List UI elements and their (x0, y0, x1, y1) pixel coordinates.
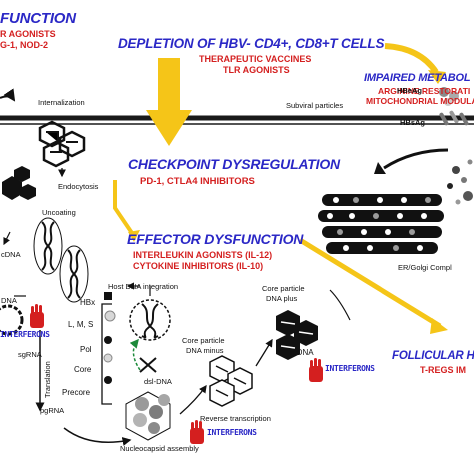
hbsag-label: HBsAg (400, 118, 426, 127)
dsl-dna-label: dsl-DNA (144, 377, 172, 386)
core-minus-label-2: DNA minus (186, 346, 224, 355)
entry-black-arrow (0, 88, 16, 102)
nucleus-ring-left (0, 304, 24, 336)
depletion-line1: THERAPEUTIC VACCINES (199, 54, 312, 64)
stop-hand-icon-bottom (190, 420, 204, 444)
metabolism-line2: MITOCHONDRIAL MODULA (366, 96, 474, 106)
dna-label: DNA (1, 296, 17, 305)
follicular-title: FOLLICULAR HE (392, 350, 474, 362)
interferons-bottom: INTERFERONS (207, 428, 257, 437)
depletion-title: DEPLETION OF HBV- CD4+, CD8+T CELLS (118, 36, 385, 51)
sgrna-label: sgRNA (18, 350, 42, 359)
nucleocapsid-label: Nucleocapsid assembly (120, 444, 199, 453)
interferons-left: INTERFERONS (0, 330, 50, 339)
dna-helix-2 (59, 245, 89, 303)
hbsag-particles (439, 110, 469, 126)
core-plus-label-1: Core particle (262, 284, 305, 293)
uncoating-capsids (2, 166, 36, 200)
metabolism-yellow-arrow (384, 43, 439, 74)
protein-list-bracket (101, 303, 112, 405)
depletion-line2: TLR AGONISTS (223, 65, 290, 75)
secretion-arrow (383, 148, 449, 170)
internalization-label: Internalization (38, 98, 85, 107)
effector-title: EFFECTOR DYSFUNCTION (127, 231, 304, 247)
internalization-receptors (38, 120, 86, 168)
hbx-label: HBx (80, 298, 96, 307)
virion-cluster (447, 159, 473, 205)
lms-label: L, M, S (68, 320, 94, 329)
core-plus-label-2: DNA plus (266, 294, 298, 303)
hbeag-particles (439, 87, 459, 106)
stop-hand-icon-right (309, 358, 323, 382)
protein-dots (103, 292, 116, 384)
top-left-title: FUNCTION (0, 10, 76, 27)
green-integration-arrow (129, 338, 141, 371)
metabolism-line1: ARGININE RESTORATI (378, 86, 471, 96)
checkpoint-line1: PD-1, CTLA4 INHIBITORS (140, 176, 255, 187)
checkpoint-effector-yellow-line (113, 180, 136, 238)
er-golgi-label: ER/Golgi Compl (398, 263, 452, 272)
cdna-helix (33, 217, 63, 275)
translation-label: Translation (43, 361, 52, 398)
interferons-right: INTERFERONS (325, 364, 375, 373)
follicular-line1: T-REGS IM (420, 365, 467, 375)
nucleocapsid-cluster (125, 391, 171, 441)
er-golgi-complex (318, 194, 444, 254)
rcdna-label: rcDNA (290, 348, 314, 357)
effector-line2: CYTOKINE INHIBITORS (IL-10) (133, 261, 264, 271)
hbeag-label: HBeAg (397, 86, 423, 95)
host-dna-helix (129, 299, 171, 341)
reverse-transcription-label: Reverse transcription (200, 414, 271, 423)
top-left-line2: G-1, NOD-2 (0, 40, 49, 50)
dsl-dna-icon (139, 357, 157, 373)
top-left-line1: R AGONISTS (0, 29, 56, 39)
cell-membrane (0, 115, 474, 125)
effector-line1: INTERLEUKIN AGONISTS (IL-12) (133, 250, 273, 260)
pgrna-label: pgRNA (40, 406, 65, 415)
checkpoint-title: CHECKPOINT DYSREGULATION (128, 156, 340, 172)
core-label: Core (74, 365, 92, 374)
metabolism-title: IMPAIRED METABOL (364, 72, 471, 84)
host-dna-label: Host DNA integration (108, 282, 179, 291)
uncoating-label: Uncoating (42, 208, 76, 217)
depletion-yellow-arrow (146, 58, 192, 146)
core-minus-label-1: Core particle (182, 336, 225, 345)
endocytosis-label: Endocytosis (58, 182, 99, 191)
cdna-label: cDNA (1, 250, 21, 259)
precore-label: Precore (62, 388, 91, 397)
pol-label: Pol (80, 345, 92, 354)
follicular-yellow-line (298, 237, 442, 329)
core-plus-capsids (276, 310, 318, 360)
subviral-label: Subviral particles (286, 101, 344, 110)
core-minus-capsids (209, 355, 253, 407)
stop-hand-icon-left (30, 304, 44, 328)
